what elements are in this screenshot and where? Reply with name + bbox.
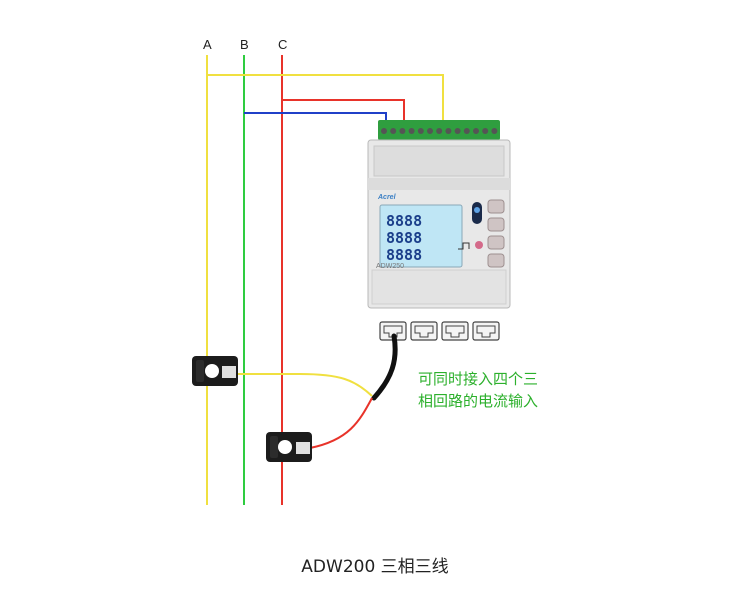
annotation-line-2: 相回路的电流输入 <box>418 392 539 410</box>
meter-button-4[interactable] <box>487 253 505 268</box>
terminal-screw <box>445 128 452 134</box>
ct2-lead <box>309 397 373 449</box>
rj-port-1[interactable] <box>379 321 407 341</box>
meter-brand: Acrel <box>378 194 396 201</box>
lcd-row-3: 8888 <box>386 246 423 264</box>
rj-port-3[interactable] <box>441 321 469 341</box>
terminal-screw <box>436 128 443 134</box>
meter-model: ADW250 <box>376 263 405 270</box>
voltage-tap-c <box>282 99 405 128</box>
ct1-lead <box>238 373 373 397</box>
lcd-row-1: 8888 <box>386 212 423 230</box>
meter-button-2[interactable] <box>487 217 505 232</box>
terminal-screw <box>427 128 433 134</box>
phase-label-b: B <box>240 37 249 52</box>
meter-button-3[interactable] <box>487 235 505 250</box>
diagram-caption: ADW200 三相三线 <box>301 557 449 577</box>
power-led-icon <box>475 241 483 249</box>
terminal-screw <box>417 128 424 134</box>
terminal-screw <box>491 128 498 134</box>
meter-button-1[interactable] <box>487 199 505 214</box>
terminal-screw <box>473 128 479 134</box>
terminal-screw <box>463 128 470 134</box>
terminal-screw <box>399 128 406 134</box>
terminal-screw <box>390 128 397 134</box>
voltage-tap-a <box>207 74 444 128</box>
rj-port-2[interactable] <box>410 321 438 341</box>
phase-label-a: A <box>203 37 212 52</box>
lcd-row-2: 8888 <box>386 229 423 247</box>
pulse-icon <box>458 242 470 250</box>
phase-label-c: C <box>278 37 288 52</box>
voltage-tap-b <box>244 112 387 128</box>
current-transformer-c <box>266 432 312 462</box>
current-transformer-a <box>192 356 238 386</box>
ct-cable <box>371 333 398 401</box>
terminal-screw <box>408 128 415 134</box>
annotation-line-1: 可同时接入四个三 <box>418 370 539 388</box>
indicator-led <box>474 207 480 213</box>
lcd-screen <box>379 204 463 268</box>
terminal-screw <box>454 128 461 134</box>
annotation-text: 可同时接入四个三 相回路的电流输入 <box>418 368 538 412</box>
meter-body <box>367 139 511 309</box>
terminal-screw <box>381 128 387 134</box>
ct-ports <box>379 321 500 341</box>
terminal-block <box>378 120 500 140</box>
rj-port-4[interactable] <box>472 321 500 341</box>
terminal-screw <box>482 128 489 134</box>
